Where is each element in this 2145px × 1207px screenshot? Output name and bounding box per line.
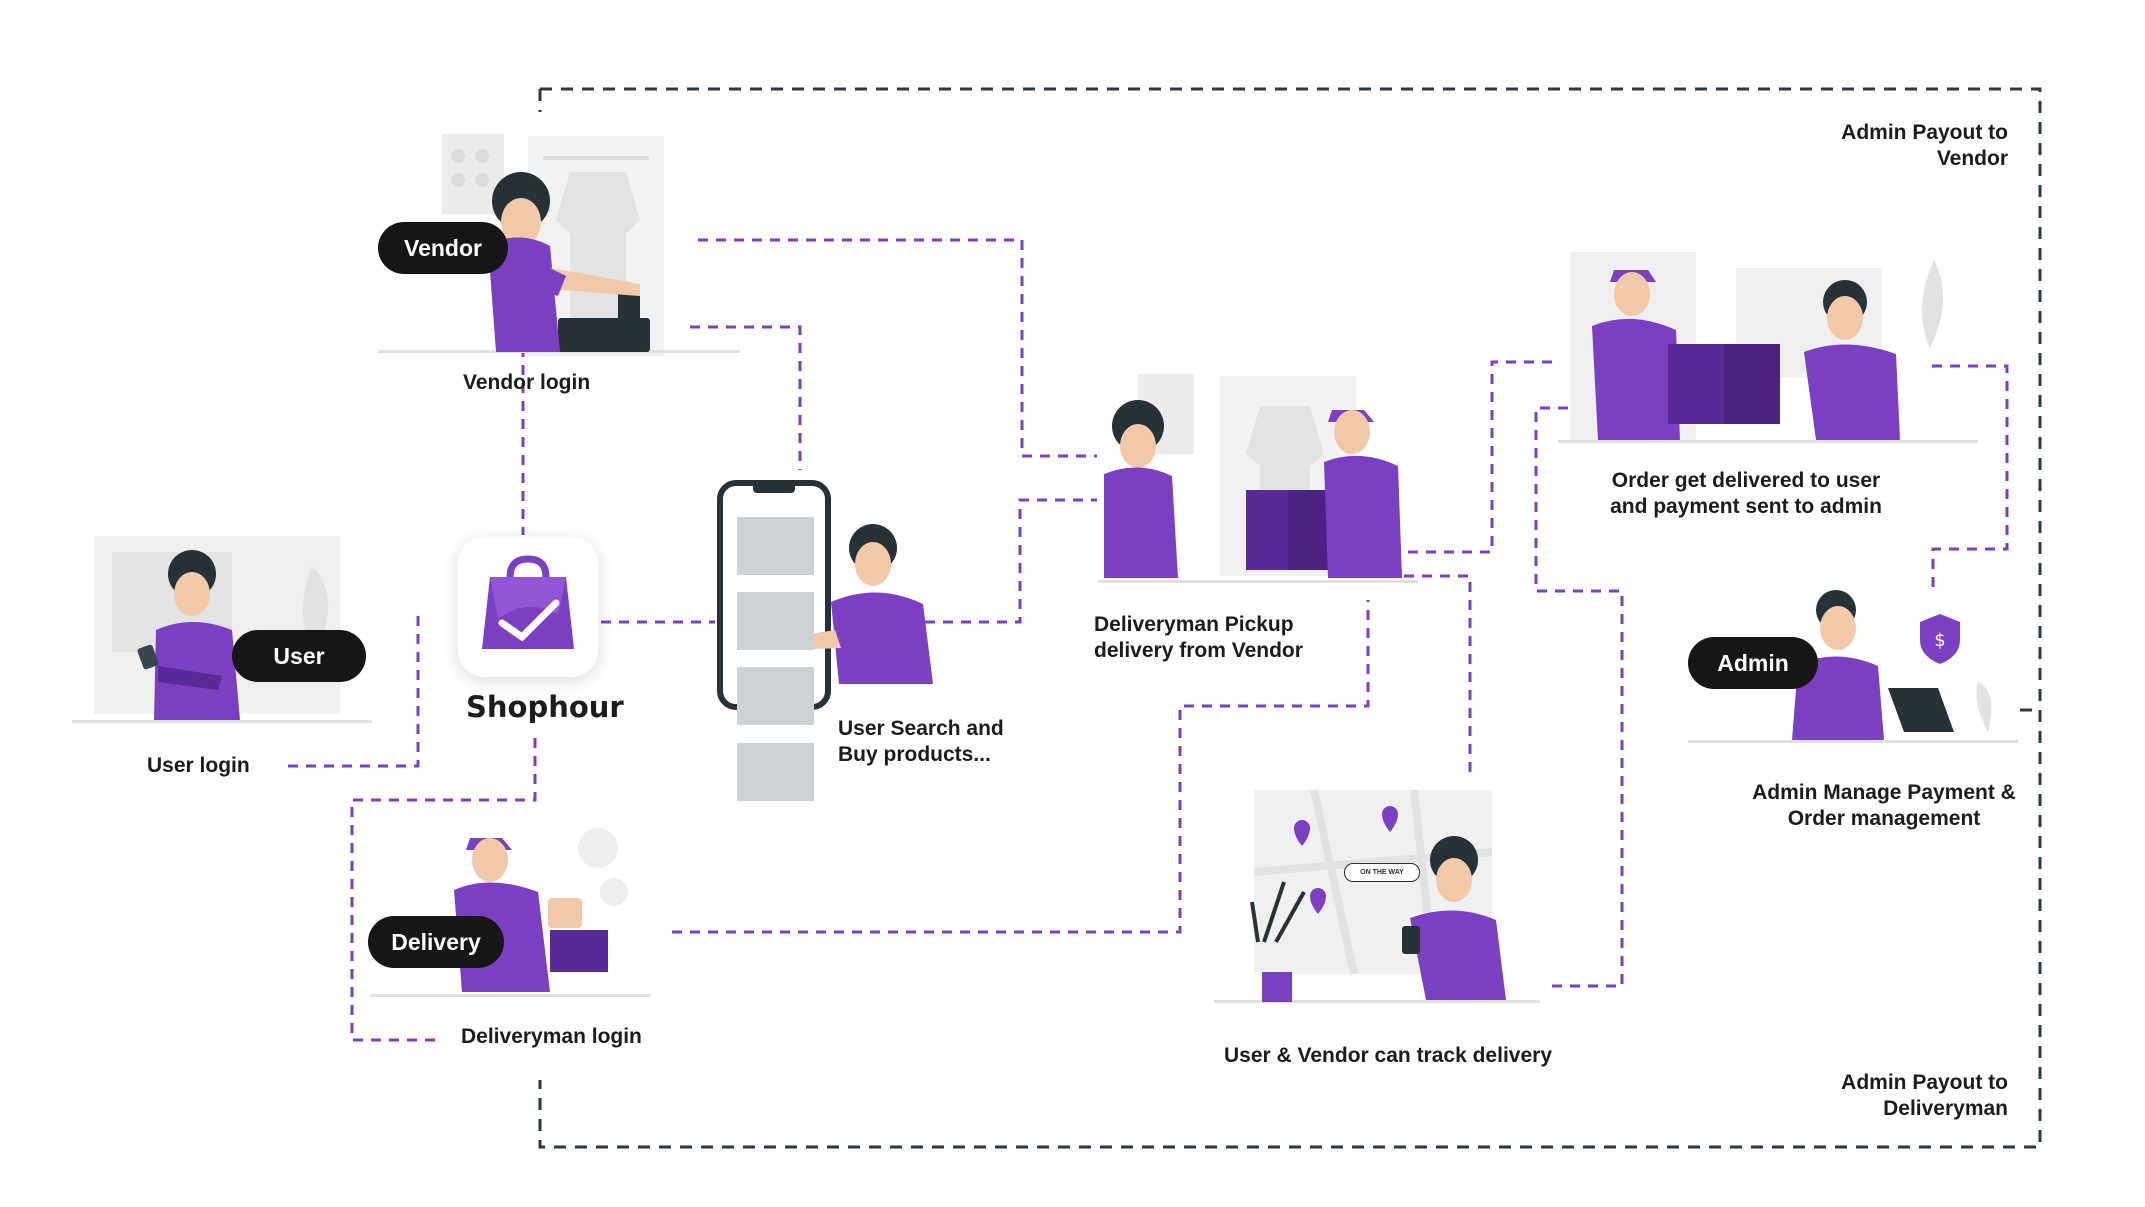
payout-delivery-label: Admin Payout to Deliveryman (1800, 1070, 2008, 1122)
pants-product-slot[interactable] (737, 592, 814, 650)
purple-flow-lines (285, 238, 2009, 1042)
on-the-way-badge: ON THE WAY (1344, 863, 1420, 882)
user-search-line-1: User Search and (838, 717, 1004, 740)
delivery-illustration (370, 828, 650, 997)
admin-badge: Admin (1688, 637, 1818, 689)
payout-delivery-line-2: Deliveryman (1883, 1097, 2008, 1120)
user-login-label: User login (147, 754, 250, 777)
admin-manage-line-2: Order management (1787, 807, 1981, 830)
user-badge: User (232, 630, 366, 682)
vendor-illustration (378, 134, 740, 356)
delivered-illustration (1558, 252, 1978, 443)
user-illustration (72, 536, 372, 723)
delivered-line-2: and payment sent to admin (1610, 495, 1882, 518)
pickup-label: Deliveryman Pickup delivery from Vendor (1094, 612, 1303, 664)
delivery-login-label: Deliveryman login (461, 1025, 642, 1048)
app-name: Shophour (466, 690, 624, 724)
shield-dollar-icon: $ (1920, 614, 1960, 664)
user-search-label: User Search and Buy products... (838, 716, 1004, 768)
admin-illustration: $ (1688, 590, 2018, 743)
admin-manage-label: Admin Manage Payment & Order management (1726, 780, 2042, 832)
admin-manage-line-1: Admin Manage Payment & (1752, 781, 2016, 804)
payout-vendor-line-1: Admin Payout to (1841, 121, 2008, 144)
pickup-line-1: Deliveryman Pickup (1094, 613, 1294, 636)
jacket-product-slot[interactable] (737, 667, 814, 725)
payout-vendor-line-2: Vendor (1936, 147, 2008, 170)
tshirt-product-slot[interactable] (737, 517, 814, 575)
shopping-bag-icon (482, 555, 574, 649)
vendor-badge: Vendor (378, 222, 508, 274)
pickup-illustration (1098, 374, 1418, 583)
vendor-login-label: Vendor login (463, 371, 591, 394)
admin-payout-loop (538, 87, 2042, 1149)
app-logo (458, 537, 598, 677)
payout-delivery-line-1: Admin Payout to (1841, 1071, 2008, 1094)
delivered-label: Order get delivered to user and payment … (1560, 468, 1932, 520)
location-pin-icon (1294, 806, 1398, 914)
track-label: User & Vendor can track delivery (1224, 1044, 1552, 1067)
track-illustration (1214, 789, 1540, 1003)
delivery-badge: Delivery (368, 916, 504, 968)
svg-text:$: $ (1934, 630, 1945, 651)
payout-vendor-label: Admin Payout to Vendor (1800, 120, 2008, 172)
user-search-line-2: Buy products... (838, 743, 991, 766)
shorts-product-slot[interactable] (737, 743, 814, 801)
delivered-line-1: Order get delivered to user (1611, 469, 1881, 492)
laptop-icon (1888, 688, 1954, 732)
pickup-line-2: delivery from Vendor (1094, 639, 1303, 662)
